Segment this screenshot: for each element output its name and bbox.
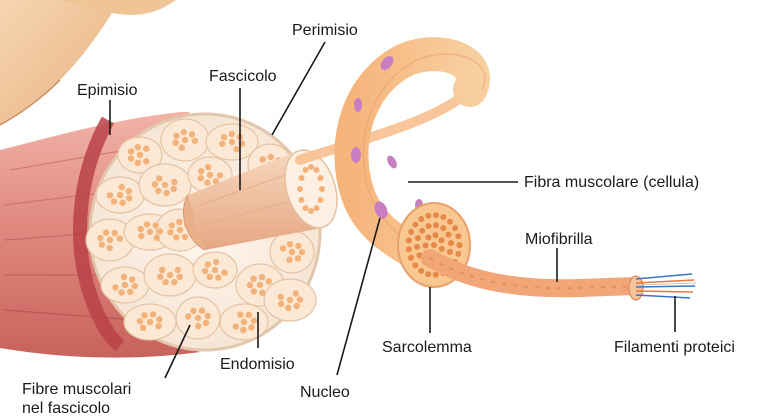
myofibril xyxy=(421,249,644,301)
arm-silhouette xyxy=(0,0,176,126)
fascicle-bundle xyxy=(183,149,338,251)
leader-nucleo xyxy=(336,217,381,376)
leader-perimisio xyxy=(271,41,326,136)
label-perimisio: Perimisio xyxy=(292,22,358,39)
label-endomisio: Endomisio xyxy=(220,356,295,373)
leader-lines xyxy=(109,41,676,379)
leader-fibre xyxy=(164,324,191,379)
label-fibre-fascicolo-line2: nel fascicolo xyxy=(22,400,111,417)
label-miofibrilla: Miofibrilla xyxy=(525,231,593,248)
protein-filaments xyxy=(635,273,697,299)
label-nucleo: Nucleo xyxy=(300,384,350,401)
label-sarcolemma: Sarcolemma xyxy=(382,339,472,356)
label-filamenti-proteici: Filamenti proteici xyxy=(614,339,735,356)
label-fibra-muscolare: Fibra muscolare (cellula) xyxy=(524,174,700,191)
label-epimisio: Epimisio xyxy=(77,82,138,99)
label-fibre-fascicolo-line1: Fibre muscolari xyxy=(22,381,132,398)
label-fascicolo: Fascicolo xyxy=(209,68,277,85)
